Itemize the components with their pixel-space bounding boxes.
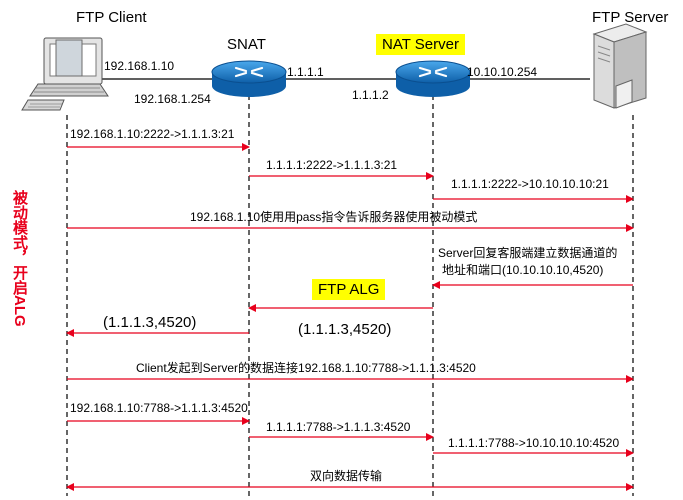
message-m1-label: 192.168.1.10:2222->1.1.1.3:21 <box>70 127 235 141</box>
router-icon <box>211 60 287 97</box>
message-m11-label: 1.1.1.1:7788->10.10.10.10:4520 <box>448 436 620 450</box>
ftp-alg-badge: FTP ALG <box>312 279 386 300</box>
snat-title: SNAT <box>227 36 266 53</box>
router-icon <box>395 60 471 97</box>
message-m2-label: 1.1.1.1:2222->1.1.1.3:21 <box>266 158 398 172</box>
message-m6-label: (1.1.1.3,4520) <box>298 321 392 338</box>
message-m8-label: Client发起到Server的数据连接192.168.1.10:7788->1… <box>136 361 476 375</box>
nat-server-title: NAT Server <box>376 34 465 55</box>
snat-outside-ip-label: 1.1.1.1 <box>287 65 324 79</box>
client-ip-label: 192.168.1.10 <box>104 59 175 73</box>
message-m3-label: 1.1.1.1:2222->10.10.10.10:21 <box>451 177 609 191</box>
message-m7-label: (1.1.1.3,4520) <box>103 314 197 331</box>
message-m5-line2: 地址和端口(10.10.10.10,4520) <box>442 263 604 277</box>
client-title: FTP Client <box>76 9 147 26</box>
message-m9-label: 192.168.1.10:7788->1.1.1.3:4520 <box>70 401 248 415</box>
message-m5-line1: Server回复客服端建立数据通道的 <box>438 246 618 260</box>
lifelines <box>66 95 634 496</box>
message-m4-label: 192.168.1.10使用用pass指令告诉服务器使用被动模式 <box>190 210 478 224</box>
side-note: 被动模式，开启ALG <box>11 190 28 327</box>
nat-server-outside-ip-label: 1.1.1.2 <box>352 88 389 102</box>
server-ip-label: 10.10.10.254 <box>467 65 538 79</box>
message-m12-label: 双向数据传输 <box>310 469 383 483</box>
computer-icon <box>21 37 109 111</box>
server-title: FTP Server <box>592 9 669 26</box>
message-m10-label: 1.1.1.1:7788->1.1.1.3:4520 <box>266 420 411 434</box>
message-arrows <box>66 143 634 491</box>
server-icon <box>592 23 648 109</box>
snat-inside-ip-label: 192.168.1.254 <box>134 92 211 106</box>
